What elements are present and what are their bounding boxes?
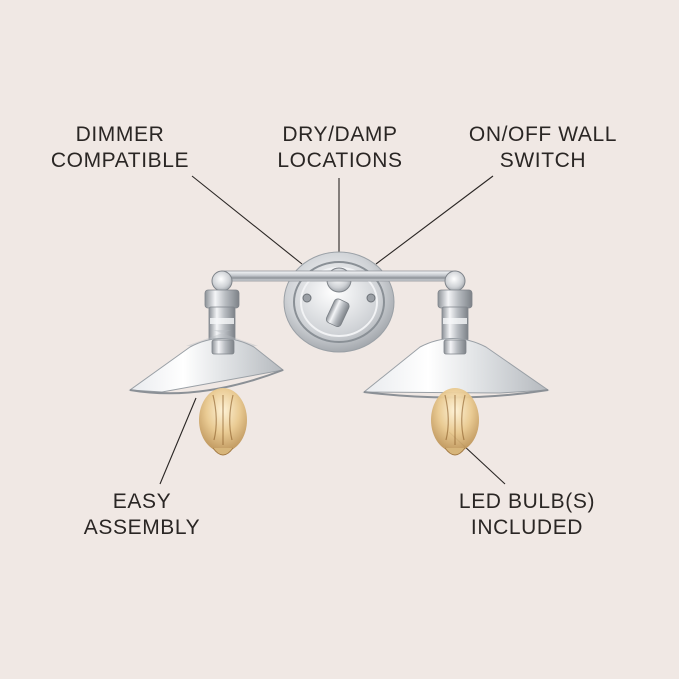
callout-on-off-wall-switch: ON/OFF WALL SWITCH [443, 122, 643, 174]
onoff-leader-line [375, 175, 494, 265]
easy-leader-line [159, 397, 197, 485]
horizontal-arm [211, 270, 466, 292]
callout-drydamp-line2: LOCATIONS [277, 149, 403, 172]
callout-dimmer-compatible: DIMMER COMPATIBLE [20, 122, 220, 174]
wall-backplate [283, 251, 395, 353]
callout-onoff-line2: SWITCH [499, 149, 587, 172]
callout-dry-damp-locations: DRY/DAMP LOCATIONS [240, 122, 440, 174]
callout-led-line1: LED BULB(S) [458, 490, 596, 513]
left-lamp [128, 289, 285, 456]
dimmer-leader-line [191, 175, 303, 265]
callout-onoff-line1: ON/OFF WALL [468, 123, 618, 146]
callout-lines [159, 175, 506, 485]
callout-drydamp-line1: DRY/DAMP [282, 123, 398, 146]
callout-easy-line1: EASY [112, 490, 172, 513]
callout-dimmer-line2: COMPATIBLE [50, 149, 190, 172]
callout-easy-assembly: EASY ASSEMBLY [42, 489, 242, 541]
callout-led-bulbs-included: LED BULB(S) INCLUDED [427, 489, 627, 541]
callout-led-line2: INCLUDED [470, 516, 584, 539]
right-lamp [362, 289, 550, 456]
callout-easy-line2: ASSEMBLY [83, 516, 201, 539]
callout-dimmer-line1: DIMMER [75, 123, 165, 146]
